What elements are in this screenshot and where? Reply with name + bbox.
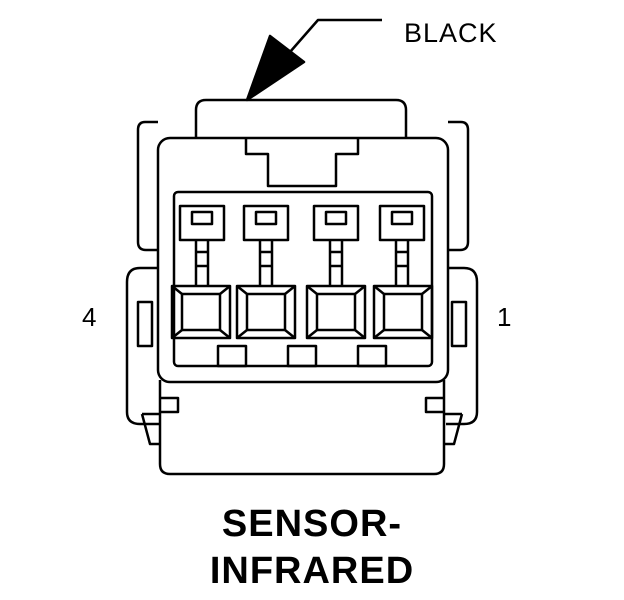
pin-number-left: 4 [82, 302, 97, 332]
callout-leader-line [289, 18, 382, 53]
connector-title-line2: INFRARED [209, 550, 415, 592]
left-skirt-tab [140, 396, 180, 446]
cavity-1 [372, 204, 434, 340]
right-latch-slot [450, 300, 468, 348]
connector-color-label: BLACK [404, 18, 498, 48]
connector-title-line1: SENSOR- [221, 503, 403, 545]
top-latch-tab [194, 98, 408, 140]
left-lower-ear [125, 266, 160, 426]
cavity-2 [305, 204, 367, 340]
cavity-3 [235, 204, 297, 340]
right-skirt-tab [424, 396, 464, 446]
cavity-4 [170, 204, 232, 340]
pin-number-right: 1 [497, 302, 512, 332]
bottom-tab-3 [356, 344, 388, 368]
top-key [244, 138, 360, 188]
right-upper-ear [448, 120, 470, 252]
left-latch-slot [136, 300, 154, 348]
callout-arrowhead [245, 34, 306, 102]
bottom-tab-1 [216, 344, 248, 368]
right-lower-ear [446, 266, 479, 426]
left-upper-ear [136, 120, 158, 252]
connector-skirt [158, 380, 446, 476]
bottom-tab-2 [286, 344, 318, 368]
